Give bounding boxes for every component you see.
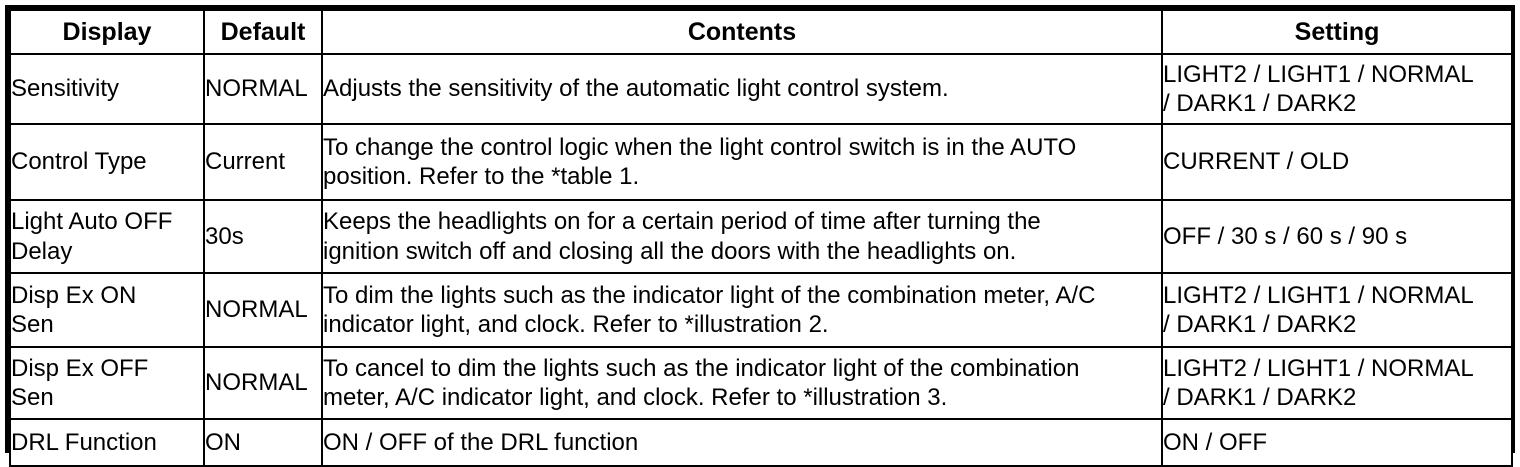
default-value: ON (205, 428, 241, 456)
cell-display: Disp Ex OFF Sen (9, 346, 205, 420)
contents-line: indicator light, and clock. Refer to *il… (323, 311, 829, 338)
setting-line: / DARK1 / DARK2 (1163, 384, 1357, 411)
contents-line: Adjusts the sensitivity of the automatic… (323, 75, 949, 103)
contents-line: meter, A/C indicator light, and clock. R… (323, 384, 948, 411)
display-line: Disp Ex ON (11, 281, 137, 309)
spec-table-container: Display Default Contents Setting Sensiti… (5, 5, 1515, 467)
display-line: Sensitivity (11, 75, 120, 103)
cell-setting: OFF / 30 s / 60 s / 90 s (1161, 199, 1513, 274)
cell-contents: To dim the lights such as the indicator … (321, 272, 1163, 348)
cell-setting: LIGHT2 / LIGHT1 / NORMAL / DARK1 / DARK2 (1161, 272, 1513, 348)
cell-setting: ON / OFF (1161, 418, 1513, 467)
table-row: Disp Ex ON Sen NORMAL To dim the lights … (9, 272, 1513, 348)
setting-line: CURRENT / OLD (1163, 148, 1350, 176)
contents-line: To dim the lights such as the indicator … (323, 281, 1096, 309)
default-value: 30s (205, 222, 244, 250)
column-header-display: Display (9, 9, 205, 55)
cell-setting: LIGHT2 / LIGHT1 / NORMAL / DARK1 / DARK2 (1161, 53, 1513, 125)
setting-line: LIGHT2 / LIGHT1 / NORMAL (1163, 60, 1474, 88)
header-row: Display Default Contents Setting (9, 9, 1513, 55)
cell-default: NORMAL (203, 53, 323, 125)
contents-line: ON / OFF of the DRL function (323, 428, 639, 456)
display-line: Delay (11, 237, 73, 265)
display-line: Sen (11, 384, 54, 411)
setting-line: / DARK1 / DARK2 (1163, 90, 1357, 117)
contents-line: To change the control logic when the lig… (323, 133, 1077, 161)
cell-contents: ON / OFF of the DRL function (321, 418, 1163, 467)
table-row: Light Auto OFF Delay 30s Keeps the headl… (9, 199, 1513, 274)
default-value: NORMAL (205, 369, 308, 397)
cell-default: ON (203, 418, 323, 467)
setting-line: LIGHT2 / LIGHT1 / NORMAL (1163, 354, 1474, 382)
setting-line: LIGHT2 / LIGHT1 / NORMAL (1163, 281, 1474, 309)
cell-default: NORMAL (203, 346, 323, 420)
cell-contents: Adjusts the sensitivity of the automatic… (321, 53, 1163, 125)
cell-default: Current (203, 123, 323, 201)
cell-setting: CURRENT / OLD (1161, 123, 1513, 201)
setting-line: ON / OFF (1163, 428, 1267, 456)
cell-setting: LIGHT2 / LIGHT1 / NORMAL / DARK1 / DARK2 (1161, 346, 1513, 420)
display-line: DRL Function (11, 428, 157, 456)
table-row: Control Type Current To change the contr… (9, 123, 1513, 201)
default-value: Current (205, 148, 286, 176)
cell-display: Sensitivity (9, 53, 205, 125)
setting-line: / DARK1 / DARK2 (1163, 311, 1357, 338)
display-line: Sen (11, 311, 54, 338)
cell-display: Light Auto OFF Delay (9, 199, 205, 274)
settings-spec-table: Display Default Contents Setting Sensiti… (9, 9, 1513, 467)
cell-contents: To change the control logic when the lig… (321, 123, 1163, 201)
contents-line: Keeps the headlights on for a certain pe… (323, 208, 1041, 236)
table-body: Sensitivity NORMAL Adjusts the sensitivi… (9, 53, 1513, 467)
cell-default: NORMAL (203, 272, 323, 348)
default-value: NORMAL (205, 75, 308, 103)
contents-line: position. Refer to the *table 1. (323, 163, 640, 190)
cell-display: Disp Ex ON Sen (9, 272, 205, 348)
column-header-default: Default (203, 9, 323, 55)
cell-display: DRL Function (9, 418, 205, 467)
table-row: Disp Ex OFF Sen NORMAL To cancel to dim … (9, 346, 1513, 420)
column-header-setting: Setting (1161, 9, 1513, 55)
display-line: Disp Ex OFF (11, 354, 149, 382)
table-row: DRL Function ON ON / OFF of the DRL func… (9, 418, 1513, 467)
setting-line: OFF / 30 s / 60 s / 90 s (1163, 222, 1408, 250)
cell-contents: Keeps the headlights on for a certain pe… (321, 199, 1163, 274)
contents-line: ignition switch off and closing all the … (323, 237, 1017, 265)
column-header-contents: Contents (321, 9, 1163, 55)
table-header: Display Default Contents Setting (9, 9, 1513, 55)
default-value: NORMAL (205, 296, 308, 324)
display-line: Control Type (11, 148, 147, 176)
table-row: Sensitivity NORMAL Adjusts the sensitivi… (9, 53, 1513, 125)
display-line: Light Auto OFF (11, 208, 173, 236)
cell-default: 30s (203, 199, 323, 274)
cell-contents: To cancel to dim the lights such as the … (321, 346, 1163, 420)
contents-line: To cancel to dim the lights such as the … (323, 354, 1080, 382)
cell-display: Control Type (9, 123, 205, 201)
